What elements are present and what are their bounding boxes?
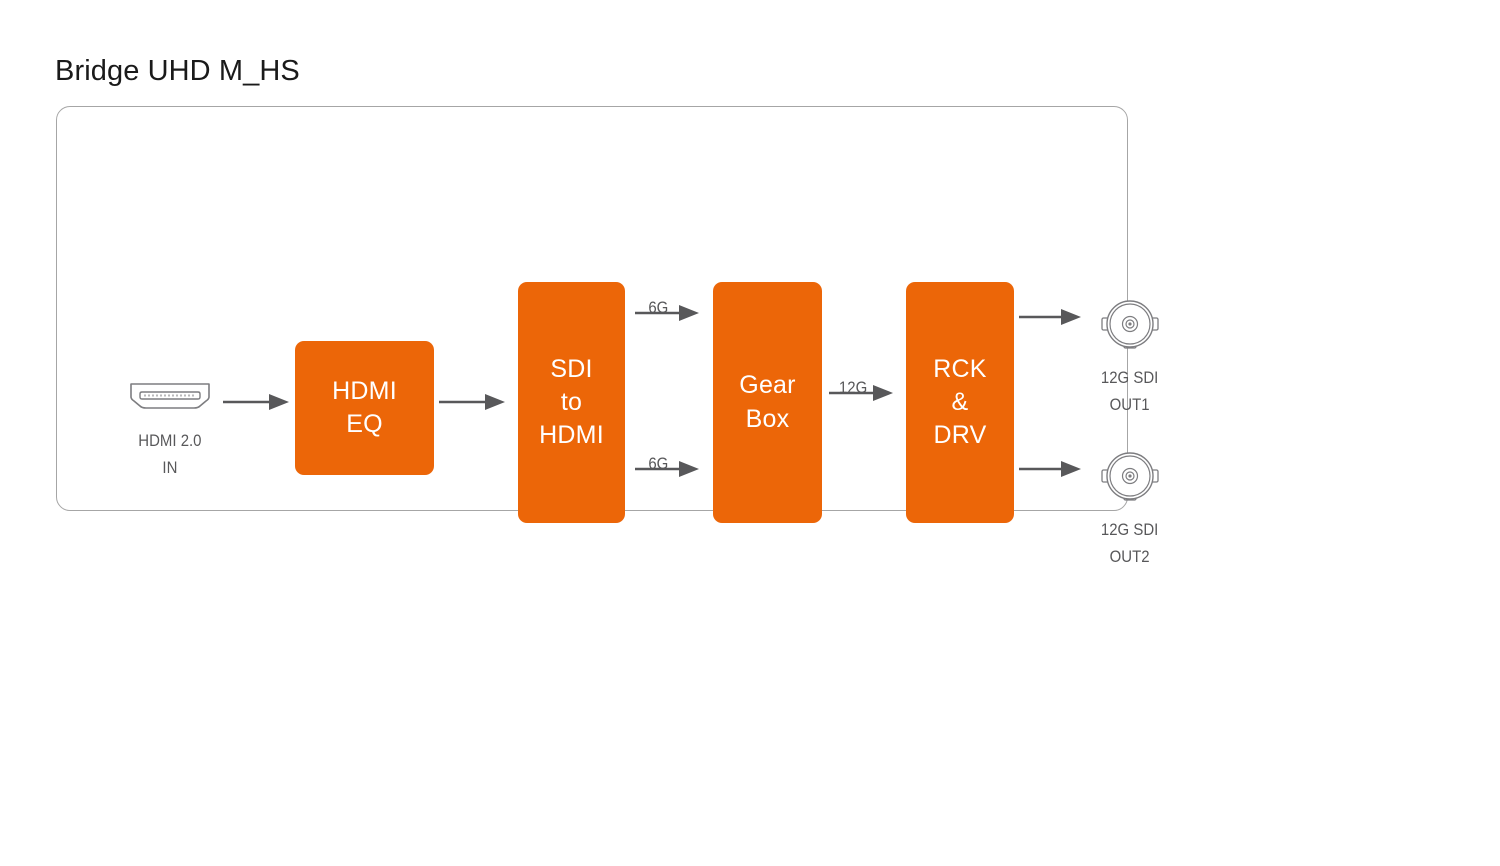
port-hdmi-in-label: HDMI 2.0 IN xyxy=(138,431,202,478)
arrow-hdmi-to-eq xyxy=(223,392,289,417)
block-gear-box-label: Gear Box xyxy=(739,371,796,433)
bnc-connector-icon xyxy=(1101,296,1159,357)
arrow-rck-to-sdi-out2 xyxy=(1019,459,1081,484)
arrow-eq-to-sdi xyxy=(439,392,505,417)
port-sdi-out2-label: 12G SDI OUT2 xyxy=(1101,520,1159,567)
arrow-tag-6g-upper: 6G xyxy=(648,298,669,317)
block-rck-and-drv-label: RCK & DRV xyxy=(933,354,987,450)
port-sdi-out2: 12G SDI OUT2 xyxy=(1087,448,1173,570)
diagram-frame: HDMI 2.0 IN HDMI EQ SDI to HDMI 6G xyxy=(56,106,1159,566)
block-hdmi-eq: HDMI EQ xyxy=(295,341,434,475)
port-hdmi-in: HDMI 2.0 IN xyxy=(117,381,223,481)
hdmi-connector-icon xyxy=(129,381,211,420)
port-sdi-out1: 12G SDI OUT1 xyxy=(1087,296,1173,418)
block-sdi-to-hdmi: SDI to HDMI xyxy=(518,282,625,523)
block-gear-box: Gear Box xyxy=(713,282,822,523)
page-title: Bridge UHD M_HS xyxy=(55,55,300,87)
arrow-rck-to-sdi-out1 xyxy=(1019,307,1081,332)
arrow-sdi-to-gearbox-lower xyxy=(635,459,699,484)
block-rck-and-drv: RCK & DRV xyxy=(906,282,1014,523)
port-sdi-out1-label: 12G SDI OUT1 xyxy=(1101,368,1159,415)
block-sdi-to-hdmi-label: SDI to HDMI xyxy=(539,354,604,450)
arrow-tag-6g-lower: 6G xyxy=(648,454,669,473)
arrow-gearbox-to-rck xyxy=(829,383,893,408)
arrow-tag-12g: 12G xyxy=(838,378,868,397)
block-hdmi-eq-label: HDMI EQ xyxy=(332,376,397,438)
bnc-connector-icon xyxy=(1101,448,1159,509)
arrow-sdi-to-gearbox-upper xyxy=(635,303,699,328)
